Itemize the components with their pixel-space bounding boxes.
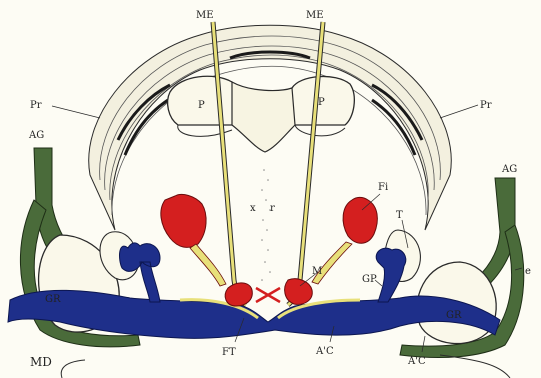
label-x: x <box>250 203 256 214</box>
label-fi: Fi <box>378 182 388 193</box>
md-right-curve <box>440 355 510 378</box>
me-nerves <box>213 22 323 305</box>
midline-dots <box>261 169 271 281</box>
lower-arc-right <box>295 125 345 136</box>
label-r: r <box>270 203 275 214</box>
label-m: M <box>312 266 322 277</box>
label-t: T <box>396 210 403 221</box>
red-fi-right <box>343 197 377 243</box>
red-fi-left <box>161 194 206 247</box>
label-ac-left: A'C <box>315 346 334 357</box>
label-ft: FT <box>222 347 236 358</box>
red-stalk-right <box>312 242 352 284</box>
label-ag-left: AG <box>28 130 44 141</box>
label-gp: GP <box>362 274 377 285</box>
label-gr-left: GR <box>45 294 61 305</box>
red-m-right <box>285 279 313 305</box>
label-me-left: ME <box>196 10 214 21</box>
red-m-left <box>225 283 252 306</box>
label-p-right: P <box>318 97 325 108</box>
red-cross <box>256 288 280 302</box>
label-md: MD <box>30 355 52 369</box>
label-me-right: ME <box>306 10 324 21</box>
label-pr-left: Pr <box>30 100 42 111</box>
label-ac-right: A'C <box>407 356 426 367</box>
label-ag-right: AG <box>501 164 517 175</box>
central-bridge <box>232 82 295 152</box>
blue-knob-right <box>376 248 406 302</box>
label-p-left: P <box>198 100 205 111</box>
label-e: e <box>525 266 531 277</box>
md-curve <box>61 360 85 378</box>
red-stalk-left <box>190 244 226 286</box>
label-pr-right: Pr <box>480 100 492 111</box>
label-gr-right: GR <box>446 310 462 321</box>
